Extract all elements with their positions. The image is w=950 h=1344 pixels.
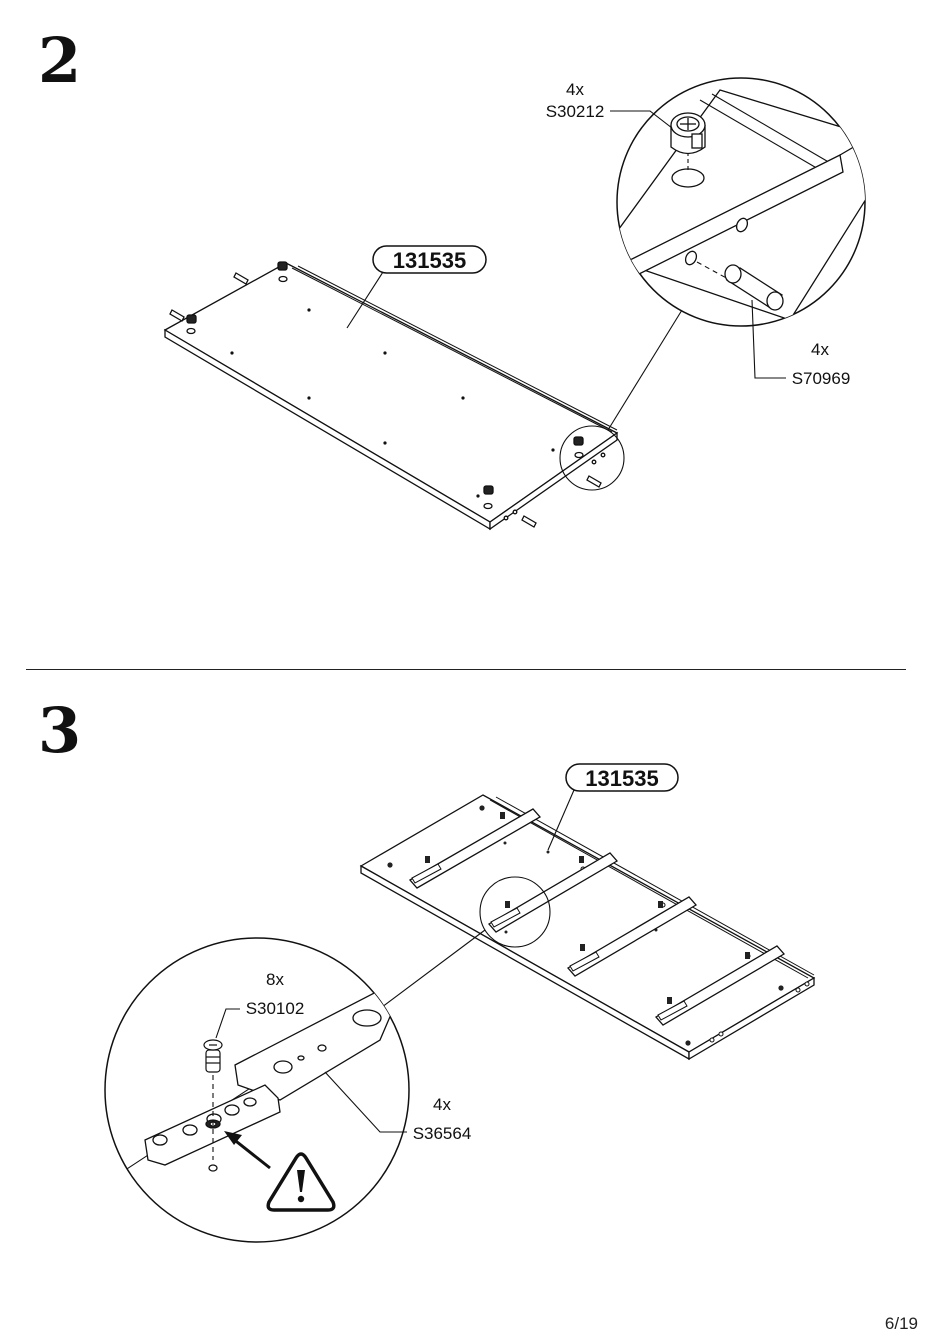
step-3-detail-circle [104,937,410,1243]
svg-text:S30212: S30212 [546,102,605,121]
step-3-part-label: 131535 [565,763,679,792]
svg-text:131535: 131535 [585,766,658,791]
svg-text:4x: 4x [566,80,584,99]
step-3-callout-runner: 4x S36564 [324,1071,472,1143]
warning-arrow [224,1131,271,1170]
cam-lock-icon [670,112,706,155]
euro-screw-icon [203,1039,223,1073]
svg-text:S36564: S36564 [413,1124,472,1143]
step-3-number: 3 [38,694,82,767]
step-2-part-label: 131535 [372,245,487,274]
svg-text:4x: 4x [811,340,829,359]
step-2-panel [163,261,683,531]
step-2-number: 2 [38,24,82,97]
step-2-callout-cam: 4x S30212 [546,80,673,129]
svg-text:8x: 8x [266,970,284,989]
svg-text:S70969: S70969 [792,369,851,388]
step-3-panel [359,789,816,1061]
svg-text:S30102: S30102 [246,999,305,1018]
step-2-callout-dowel: 4x S70969 [751,299,851,388]
wooden-dowel-icon [724,264,784,311]
svg-text:4x: 4x [433,1095,451,1114]
step-2-detail-circle [616,77,866,327]
page-number: 6/19 [884,1314,918,1333]
step-divider [26,669,906,670]
step-3-callout-screw: 8x S30102 [215,970,305,1039]
warning-triangle-icon [266,1152,336,1212]
svg-text:131535: 131535 [393,248,466,273]
